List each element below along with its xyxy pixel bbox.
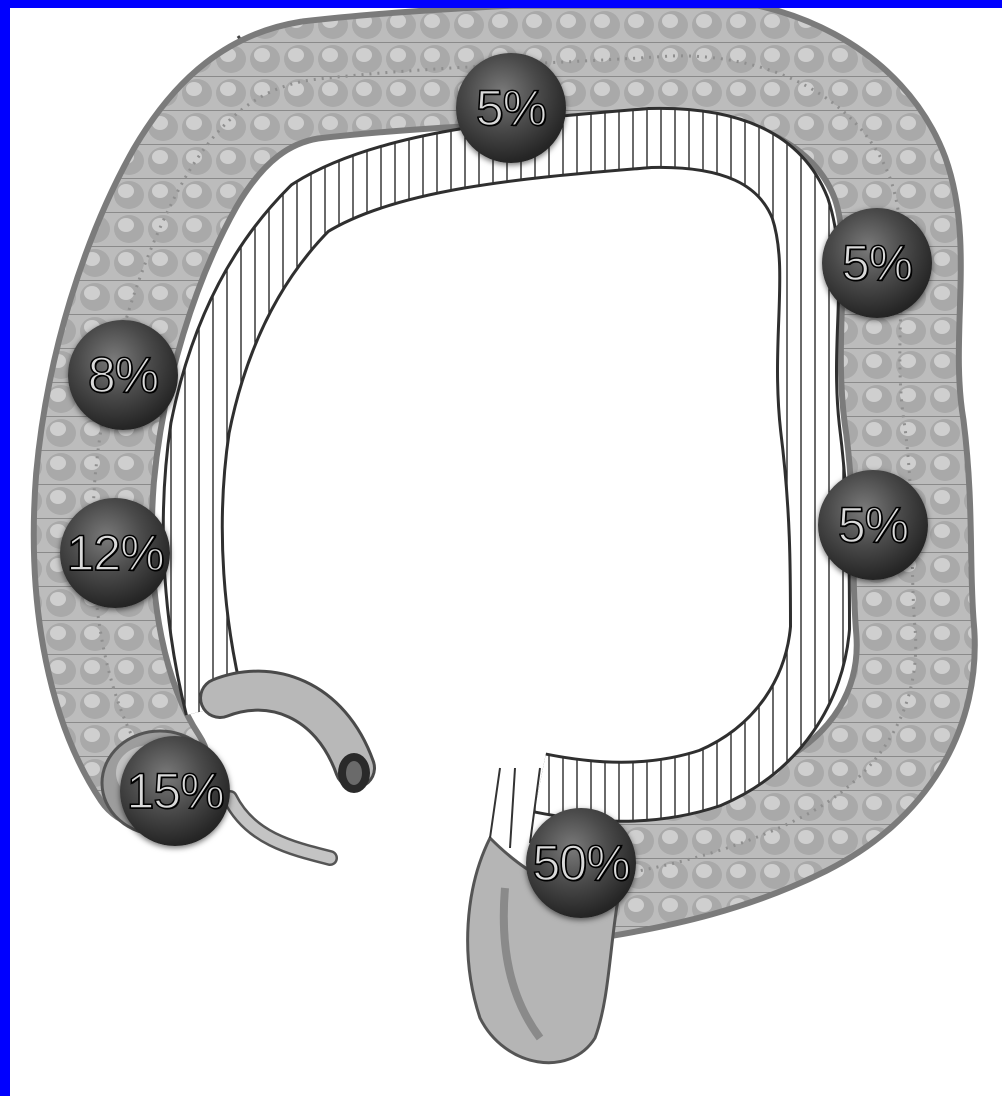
label-hepatic-flexure: 8% bbox=[68, 320, 178, 430]
label-rectosigmoid: 50% bbox=[526, 808, 636, 918]
diagram-frame: 5% 5% 5% 8% 12% 15% 50% bbox=[10, 8, 1002, 1096]
label-splenic-flexure: 5% bbox=[822, 208, 932, 318]
label-cecum: 15% bbox=[120, 736, 230, 846]
label-descending-colon: 5% bbox=[818, 470, 928, 580]
inner-space bbox=[242, 180, 768, 748]
label-transverse-colon: 5% bbox=[456, 53, 566, 163]
label-ascending-colon: 12% bbox=[60, 498, 170, 608]
